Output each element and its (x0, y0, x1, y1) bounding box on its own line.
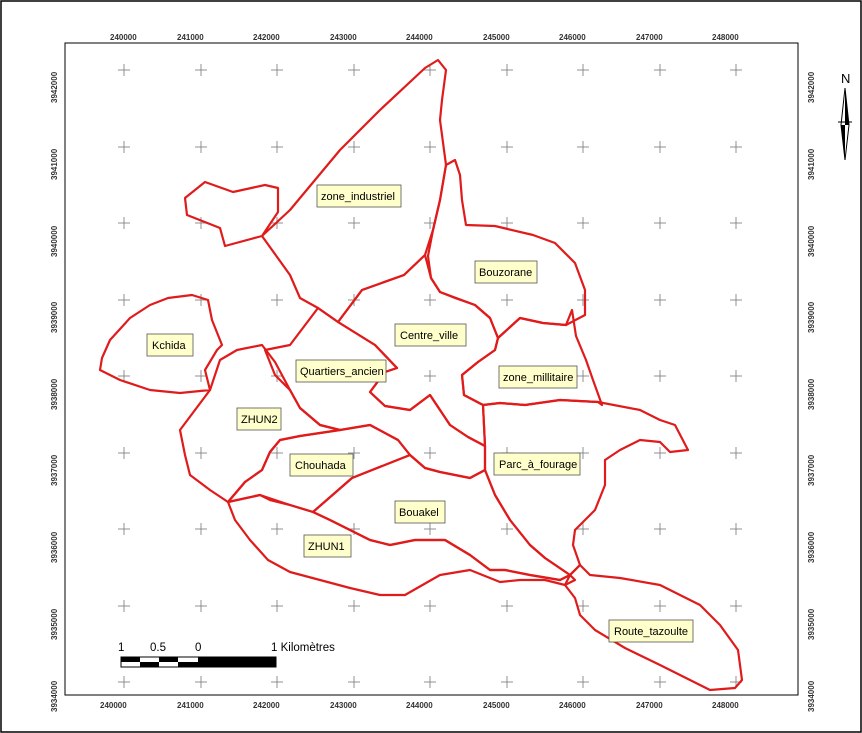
label-route-tazoulte-text: Route_tazoulte (614, 626, 688, 638)
tick-yr-3: 3939000 (807, 301, 816, 333)
tick-xb-1: 241000 (177, 701, 204, 710)
tick-x-7: 247000 (636, 33, 663, 42)
tick-yr-4: 3938000 (807, 378, 816, 410)
tick-xb-4: 244000 (406, 701, 433, 710)
tick-yr-8: 3934000 (807, 680, 816, 712)
label-kchida-text: Kchida (152, 340, 187, 352)
scale-label-km: 1 Kilomètres (271, 642, 335, 654)
bottom-tick-labels: 240000 241000 242000 243000 244000 24500… (100, 701, 739, 710)
top-tick-labels: 240000 241000 242000 243000 244000 24500… (110, 33, 739, 42)
tick-y-2: 3940000 (50, 225, 59, 257)
tick-yr-2: 3940000 (807, 225, 816, 257)
tick-x-1: 241000 (177, 33, 204, 42)
zone-labels: zone_industriel Bouzorane Centre_ville K… (146, 184, 694, 643)
tick-x-4: 244000 (406, 33, 433, 42)
scale-seg-2 (140, 662, 159, 667)
tick-x-5: 245000 (483, 33, 510, 42)
tick-x-8: 248000 (712, 33, 739, 42)
label-bouakel: Bouakel (394, 500, 446, 524)
tick-y-3: 3939000 (50, 301, 59, 333)
grid-crosses (118, 64, 742, 688)
tick-xb-5: 245000 (483, 701, 510, 710)
scale-seg-4 (178, 662, 198, 667)
tick-x-3: 243000 (330, 33, 357, 42)
label-zone-industriel: zone_industriel (316, 184, 402, 208)
tick-xb-2: 242000 (253, 701, 280, 710)
tick-xb-6: 246000 (559, 701, 586, 710)
tick-x-2: 242000 (253, 33, 280, 42)
label-bouzorane-text: Bouzorane (479, 267, 532, 279)
tick-xb-0: 240000 (100, 701, 127, 710)
tick-x-0: 240000 (110, 33, 137, 42)
label-zhun1-text: ZHUN1 (308, 541, 345, 553)
label-bouzorane: Bouzorane (474, 260, 538, 284)
label-zhun1: ZHUN1 (303, 534, 352, 558)
scale-label-0: 0 (195, 642, 201, 654)
label-centre-ville: Centre_ville (394, 323, 467, 347)
tick-yr-7: 3935000 (807, 608, 816, 640)
tick-yr-0: 3942000 (807, 71, 816, 103)
scale-seg-5 (198, 657, 276, 667)
north-arrow: N (838, 71, 852, 161)
tick-y-5: 3937000 (50, 454, 59, 486)
label-parc-a-fourage: Parc_à_fourage (493, 452, 581, 476)
tick-y-1: 3941000 (50, 148, 59, 180)
scale-label-1: 1 (118, 642, 124, 654)
label-bouakel-text: Bouakel (399, 507, 439, 519)
tick-y-4: 3938000 (50, 378, 59, 410)
tick-x-6: 246000 (559, 33, 586, 42)
label-zone-millitaire: zone_millitaire (498, 365, 578, 389)
north-arrow-fill-top (845, 88, 849, 125)
label-centre-ville-text: Centre_ville (400, 330, 458, 342)
kchida-boundary (98, 293, 224, 395)
left-tick-labels: 3942000 3941000 3940000 3939000 3938000 … (50, 71, 59, 712)
label-quartiers-ancien: Quartiers_ancien (295, 359, 387, 383)
tick-y-6: 3936000 (50, 531, 59, 563)
tick-yr-5: 3937000 (807, 454, 816, 486)
north-arrow-fill-bottom (841, 125, 845, 160)
label-quartiers-ancien-text: Quartiers_ancien (300, 366, 384, 378)
label-chouhada-text: Chouhada (295, 460, 347, 472)
tick-xb-3: 243000 (330, 701, 357, 710)
label-zhun2: ZHUN2 (236, 407, 282, 431)
tick-xb-7: 247000 (636, 701, 663, 710)
scale-seg-1 (121, 657, 140, 662)
north-label: N (841, 71, 850, 86)
zone-boundaries (98, 58, 744, 692)
tick-yr-6: 3936000 (807, 531, 816, 563)
zhun1-boundary (226, 493, 577, 597)
right-tick-labels: 3942000 3941000 3940000 3939000 3938000 … (807, 71, 816, 712)
map-neatline (64, 42, 799, 696)
label-route-tazoulte: Route_tazoulte (608, 619, 694, 643)
label-zone-industriel-text: zone_industriel (321, 191, 395, 203)
label-parc-a-fourage-text: Parc_à_fourage (499, 459, 577, 471)
label-chouhada: Chouhada (289, 453, 354, 477)
scale-label-0-5: 0.5 (150, 642, 166, 654)
scale-bar: 1 0.5 0 1 Kilomètres (118, 642, 335, 668)
tick-y-8: 3934000 (50, 680, 59, 712)
tick-xb-8: 248000 (712, 701, 739, 710)
label-zone-millitaire-text: zone_millitaire (503, 372, 573, 384)
tick-y-7: 3935000 (50, 608, 59, 640)
tick-y-0: 3942000 (50, 71, 59, 103)
label-kchida: Kchida (146, 333, 194, 357)
tick-yr-1: 3941000 (807, 148, 816, 180)
label-zhun2-text: ZHUN2 (241, 414, 278, 426)
scale-seg-3 (159, 657, 178, 662)
route-tazoulte-boundary (563, 563, 744, 692)
